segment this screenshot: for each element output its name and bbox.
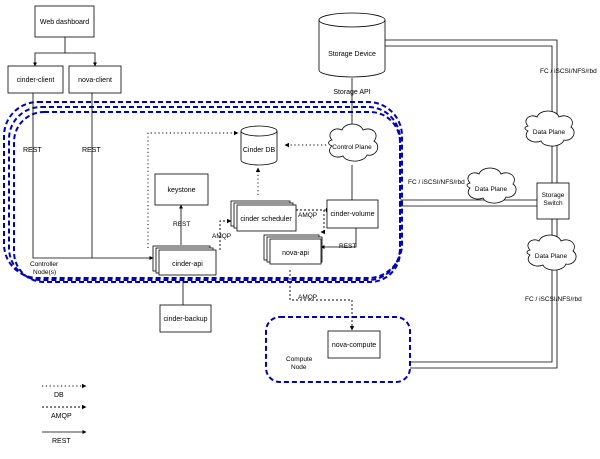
cloud-data-plane-bottom: Data Plane bbox=[526, 234, 577, 271]
legend-amqp-label: AMQP bbox=[51, 413, 72, 420]
controller-node-label-2: Node(s) bbox=[33, 269, 56, 276]
legend-db-label: DB bbox=[54, 392, 64, 399]
cinder-client-label: cinder-client bbox=[17, 77, 55, 84]
fc-mid-label: FC / iSCSI/NFS/rbd bbox=[408, 179, 465, 186]
node-cinder-backup: cinder-backup bbox=[159, 304, 212, 333]
rest-vol-nova-label: REST bbox=[339, 243, 356, 250]
amqp-sched-vol-label: AMQP bbox=[298, 212, 317, 219]
cinder-db-label: Cinder DB bbox=[243, 147, 276, 154]
connectors-db bbox=[147, 130, 326, 248]
node-nova-api: nova-api bbox=[263, 234, 323, 265]
web-dashboard-label: Web dashboard bbox=[40, 19, 89, 26]
rest-keystone-label: REST bbox=[173, 221, 190, 228]
node-nova-client: nova-client bbox=[68, 65, 122, 94]
cloud-data-plane-top: Data Plane bbox=[524, 110, 575, 147]
cloud-control-plane: Control Plane bbox=[328, 123, 379, 162]
nova-client-label: nova-client bbox=[78, 77, 112, 84]
cloud-data-plane-mid: Data Plane bbox=[466, 167, 517, 204]
compute-node-label-2: Node bbox=[291, 364, 307, 371]
control-plane-label: Control Plane bbox=[332, 144, 372, 151]
nova-api-label: nova-api bbox=[282, 250, 309, 257]
amqp-nova-compute-label: AMQP bbox=[298, 294, 317, 301]
rest-left-label: REST bbox=[23, 147, 42, 154]
compute-node-boundary bbox=[265, 316, 411, 383]
storage-switch-label-2: Switch bbox=[543, 200, 563, 207]
nova-compute-label: nova-compute bbox=[332, 342, 376, 349]
node-cinder-api: cinder-api bbox=[152, 245, 217, 276]
connectors-amqp bbox=[219, 207, 355, 331]
compute-node-label-1: Compute bbox=[286, 356, 313, 363]
node-storage-device: Storage Device bbox=[318, 12, 386, 78]
storage-switch-label-1: Storage bbox=[542, 192, 565, 199]
node-nova-compute: nova-compute bbox=[327, 330, 381, 359]
cinder-backup-label: cinder-backup bbox=[164, 316, 208, 323]
node-storage-switch: Storage Switch bbox=[536, 182, 570, 220]
cinder-scheduler-label: cinder scheduler bbox=[240, 216, 292, 223]
controller-node-label-1: Controller bbox=[30, 261, 59, 268]
edge-labels: REST REST Storage API FC / iSCSI/NFS/rbd… bbox=[23, 68, 597, 371]
fc-top-label: FC / iSCSI/NFS/rbd bbox=[540, 68, 597, 75]
controller-node-boundary bbox=[3, 101, 403, 283]
node-cinder-db: Cinder DB bbox=[240, 125, 278, 166]
rest-mid-label: REST bbox=[82, 147, 101, 154]
node-keystone: keystone bbox=[154, 173, 209, 206]
node-web-dashboard: Web dashboard bbox=[34, 5, 95, 38]
storage-device-label: Storage Device bbox=[328, 51, 376, 58]
keystone-label: keystone bbox=[167, 187, 195, 194]
data-plane-bottom-label: Data Plane bbox=[535, 253, 568, 260]
node-cinder-client: cinder-client bbox=[7, 65, 64, 94]
data-plane-mid-label: Data Plane bbox=[475, 186, 508, 193]
node-cinder-scheduler: cinder scheduler bbox=[230, 200, 297, 232]
fc-bottom-label: FC / iSCSI/NFS/rbd bbox=[525, 296, 582, 303]
legend: DB AMQP REST bbox=[42, 383, 87, 445]
cinder-volume-label: cinder-volume bbox=[331, 211, 375, 218]
legend-rest-label: REST bbox=[52, 438, 71, 445]
node-cinder-volume: cinder-volume bbox=[326, 199, 379, 229]
data-plane-top-label: Data Plane bbox=[533, 129, 566, 136]
storage-api-label: Storage API bbox=[333, 89, 370, 96]
cinder-api-label: cinder-api bbox=[172, 261, 203, 268]
amqp-api-sched-label: AMQP bbox=[212, 233, 231, 240]
